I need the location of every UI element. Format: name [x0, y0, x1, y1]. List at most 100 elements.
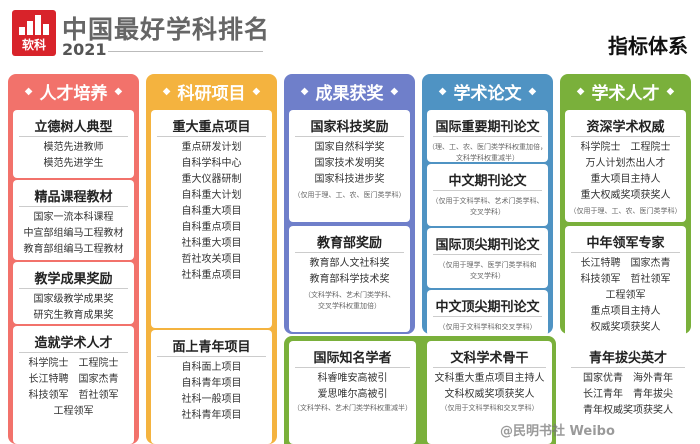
column-title: 学术论文 [453, 84, 522, 104]
indicator-item: 重大仪器研制 [181, 174, 242, 185]
page-header: 软科 中国最好学科排名 2021 指标体系 [0, 0, 700, 66]
indicator-box: 重大重点项目重点研发计划自科学科中心重大仪器研制自科重大计划自科重大项目自科重点… [151, 110, 272, 328]
indicator-title: 中年领军专家 [571, 226, 680, 253]
diamond-icon: ◆ [438, 86, 447, 97]
indicator-title: 国际重要期刊论文 [433, 110, 542, 137]
indicator-item: 教育部人文社科奖 [309, 258, 390, 269]
bar-chart-icon [19, 15, 49, 35]
indicator-box: 国家科技奖励国家自然科学奖国家技术发明奖国家科技进步奖（仅用于理、工、农、医门类… [289, 110, 410, 222]
column-title: 人才培养 [39, 84, 108, 104]
indicator-item: 自科重大计划 [181, 190, 242, 201]
indicator-item: 科技领军 哲社领军 [580, 274, 671, 285]
indicator-box: 青年拔尖英才国家优青 海外青年长江青年 青年拔尖青年权威奖项获奖人 [565, 341, 691, 444]
indicator-title: 中文期刊论文 [433, 164, 542, 191]
indicator-item: 重点研发计划 [181, 142, 242, 153]
column-title: 学术人才 [591, 84, 660, 104]
indicator-item: 国家技术发明奖 [314, 158, 385, 169]
indicator-item: 自科重点项目 [181, 222, 242, 233]
indicator-item: 文科权威奖项获奖人 [444, 389, 535, 400]
diamond-icon: ◆ [576, 86, 585, 97]
indicator-item: 自科学科中心 [181, 158, 242, 169]
indicator-note: （仅用于文科学科和交叉学科） [438, 323, 537, 331]
indicator-item: 工程领军 [605, 290, 646, 301]
indicator-item: 科学院士 工程院士 [580, 142, 671, 153]
indicator-item: 重点项目主持人 [590, 306, 661, 317]
indicator-item: 国家科技进步奖 [314, 174, 385, 185]
diamond-icon: ◆ [114, 86, 123, 97]
indicator-title: 资深学术权威 [571, 110, 680, 137]
shanghairanking-logo: 软科 [12, 10, 56, 56]
indicator-item: 社科青年项目 [181, 410, 242, 421]
indicator-title: 国际知名学者 [295, 341, 410, 368]
column-header: ◆ 学术论文 ◆ [422, 74, 553, 109]
indicator-item: 重大权威奖项获奖人 [580, 190, 671, 201]
indicator-box: 中文顶尖期刊论文 （仅用于文科学科和交叉学科） [427, 290, 548, 336]
indicator-item: 研究生教育成果奖 [33, 310, 114, 321]
logo-text: 软科 [21, 38, 46, 52]
indicator-item: 权威奖项获奖人 [590, 322, 661, 333]
indicator-note: （仅用于文科学科和交叉学科） [440, 404, 539, 412]
indicator-title: 教育部奖励 [295, 226, 404, 253]
indicator-note: （文科学科、艺术门类学科、 交叉学科权重加倍） [304, 291, 395, 310]
indicator-note: （仅用于理、工、农、医门类学科） [569, 207, 682, 215]
indicator-item: 国家优青 海外青年 [583, 373, 673, 384]
indicator-item: 模范先进教师 [43, 142, 104, 153]
year-label: 2021 [62, 40, 107, 59]
indicator-item: 模范先进学生 [43, 158, 104, 169]
indicator-title: 立德树人典型 [19, 110, 128, 137]
diamond-icon: ◆ [300, 86, 309, 97]
indicator-box: 资深学术权威科学院士 工程院士万人计划杰出人才重大项目主持人重大权威奖项获奖人 （… [565, 110, 686, 222]
column-header: ◆ 学术人才 ◆ [560, 74, 691, 109]
indicator-item: 国家级教学成果奖 [33, 294, 114, 305]
indicator-item: 科睿唯安高被引 [317, 373, 388, 384]
indicator-note: （仅用于文科学科、艺术门类学科、 交叉学科） [431, 197, 544, 216]
diamond-icon: ◆ [390, 86, 399, 97]
indicator-item: 万人计划杰出人才 [585, 158, 666, 169]
indicator-box: 中文期刊论文 （仅用于文科学科、艺术门类学科、 交叉学科） [427, 164, 548, 226]
indicator-box: 教学成果奖励国家级教学成果奖研究生教育成果奖 [13, 262, 134, 324]
indicator-item: 自科重大项目 [181, 206, 242, 217]
divider [108, 51, 263, 52]
indicator-box: 造就学术人才科学院士 工程院士长江特聘 国家杰青科技领军 哲社领军工程领军 [13, 326, 134, 444]
indicator-title: 文科学术骨干 [433, 341, 546, 368]
indicator-item: 长江特聘 国家杰青 [28, 374, 119, 385]
column-header: ◆人才培养◆ [8, 74, 139, 109]
indicator-item: 重大项目主持人 [590, 174, 661, 185]
indicator-title: 教学成果奖励 [19, 262, 128, 289]
indicator-item: 社科重大项目 [181, 238, 242, 249]
indicator-item: 青年权威奖项获奖人 [583, 405, 673, 416]
indicator-box: 精品课程教材国家一流本科课程中宣部组编马工程教材教育部组编马工程教材 [13, 180, 134, 260]
diamond-icon: ◆ [162, 86, 171, 97]
indicator-box: 国际顶尖期刊论文（仅用于理学、医学门类学科和 交叉学科） [427, 228, 548, 288]
indicator-box: 面上青年项目自科面上项目自科青年项目社科一般项目社科青年项目 [151, 330, 272, 444]
indicator-title: 青年拔尖英才 [571, 341, 685, 368]
indicator-title: 中文顶尖期刊论文 [433, 290, 542, 317]
indicator-item: 文科重大重点项目主持人 [434, 373, 545, 384]
indicator-title: 国家科技奖励 [295, 110, 404, 137]
diamond-icon: ◆ [252, 86, 261, 97]
column-title: 科研项目 [177, 84, 246, 104]
indicator-item: 工程领军 [53, 406, 94, 417]
diamond-icon: ◆ [528, 86, 537, 97]
indicator-box: 国际知名学者科睿唯安高被引爱思唯尔高被引（文科学科、艺术门类学科权重减半） [289, 341, 416, 444]
indicator-note: （理、工、农、医门类学科权重加倍， 文科学科权重减半） [428, 143, 547, 162]
indicator-item: 社科重点项目 [181, 270, 242, 281]
indicator-item: 中宣部组编马工程教材 [23, 228, 124, 239]
indicator-box: 中年领军专家长江特聘 国家杰青科技领军 哲社领军工程领军重点项目主持人权威奖项获… [565, 226, 686, 338]
column-title: 成果获奖 [315, 84, 384, 104]
column-header: ◆ 科研项目 ◆ [146, 74, 277, 109]
diamond-icon: ◆ [666, 86, 675, 97]
indicator-item: 国家一流本科课程 [33, 212, 114, 223]
page-title: 中国最好学科排名 [62, 15, 271, 44]
indicator-note: （文科学科、艺术门类学科权重减半） [293, 404, 412, 412]
indicator-title: 面上青年项目 [157, 330, 266, 357]
indicator-item: 社科一般项目 [181, 394, 242, 405]
watermark: @民明书社 Weibo [500, 424, 615, 439]
indicator-title: 重大重点项目 [157, 110, 266, 137]
indicator-item: 长江青年 青年拔尖 [583, 389, 673, 400]
indicator-item: 科技领军 哲社领军 [28, 390, 119, 401]
indicator-title: 精品课程教材 [19, 180, 128, 207]
indicator-item: 教育部科学技术奖 [309, 274, 390, 285]
indicator-box: 教育部奖励教育部人文社科奖教育部科学技术奖 （文科学科、艺术门类学科、 交叉学科权… [289, 226, 410, 332]
indicator-item: 自科面上项目 [181, 362, 242, 373]
